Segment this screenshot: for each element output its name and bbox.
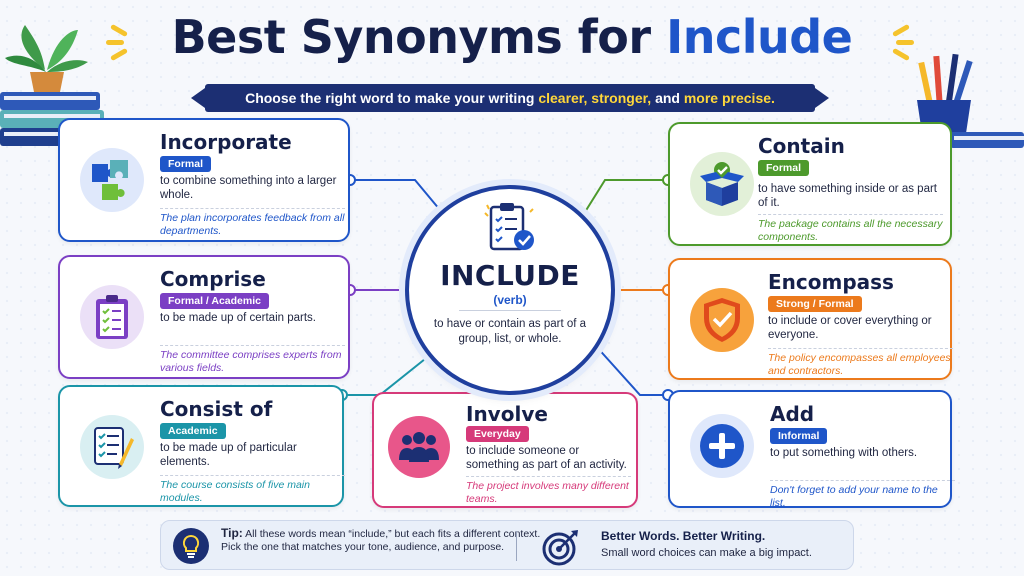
center-part-of-speech: (verb) [493, 293, 527, 307]
tip-bar: Tip: All these words mean “include,” but… [160, 520, 854, 570]
card-add: Add Informal to put something with other… [668, 390, 955, 510]
connector-contain [584, 179, 668, 213]
center-divider [459, 310, 561, 311]
group-people-icon [388, 416, 450, 478]
checklist-pencil-icon [80, 415, 144, 479]
card-tag: Formal [758, 160, 810, 176]
card-tag: Informal [770, 428, 828, 444]
tip-label: Tip: [221, 526, 243, 540]
lightbulb-icon [173, 528, 209, 564]
center-word: INCLUDE [440, 259, 580, 292]
tip-slogan: Better Words. Better Writing. [601, 529, 766, 543]
card-word: Incorporate [160, 130, 292, 154]
subtitle-word-3: more precise. [683, 90, 775, 106]
title-sparkle-left [104, 22, 144, 62]
card-tag: Academic [160, 423, 226, 439]
subtitle-word-1: clearer, [538, 90, 588, 106]
subtitle-banner: Choose the right word to make your writi… [191, 84, 829, 112]
puzzle-icon [80, 148, 144, 212]
connector-incorporate [350, 179, 441, 211]
card-example: The package contains all the necessary c… [758, 214, 943, 244]
tip-text: Tip: All these words mean “include,” but… [221, 527, 541, 554]
plus-circle-icon [690, 414, 754, 478]
target-arrow-icon [542, 530, 578, 566]
card-definition: to be made up of certain parts. [160, 312, 316, 324]
open-box-icon [690, 152, 754, 216]
connector-consist [342, 354, 431, 396]
card-word: Consist of [160, 397, 273, 421]
title-part1: Best Synonyms for [171, 10, 651, 64]
tip-divider [516, 531, 517, 561]
card-example: Don't forget to add your name to the lis… [770, 480, 955, 510]
center-definition: to have or contain as part of a group, l… [433, 318, 587, 345]
card-consist-of: Consist of Academic to be made up of par… [58, 385, 345, 507]
card-example: The project involves many different team… [466, 476, 631, 506]
connector-add [594, 344, 668, 396]
card-definition: to have something inside or as part of i… [758, 183, 937, 209]
title-sparkle-right [878, 22, 918, 62]
card-tag: Strong / Formal [768, 296, 862, 312]
card-encompass: Encompass Strong / Formal to include or … [668, 258, 953, 380]
card-definition: to put something with others. [770, 447, 918, 459]
card-word: Add [770, 402, 815, 426]
card-tag: Formal / Academic [160, 293, 269, 309]
tip-slogan-sub: Small word choices can make a big impact… [601, 547, 812, 559]
card-definition: to include or cover everything or everyo… [768, 315, 932, 341]
card-tag: Formal [160, 156, 212, 172]
card-definition: to include someone or something as part … [466, 445, 627, 471]
pencil-cup-decoration [917, 53, 1024, 148]
page-title: Best Synonyms for Include [0, 10, 1024, 64]
card-contain: Contain Formal to have something inside … [668, 122, 952, 246]
card-definition: to be made up of particular elements. [160, 442, 297, 468]
subtitle-mid: and [655, 90, 680, 106]
card-example: The course consists of five main modules… [160, 475, 345, 505]
clipboard-check-icon [484, 203, 534, 251]
card-example: The committee comprises experts from var… [160, 345, 345, 375]
card-incorporate: Incorporate Formal to combine something … [58, 118, 350, 242]
title-part2: Include [666, 10, 853, 64]
card-example: The policy encompasses all employees and… [768, 348, 953, 378]
subtitle-lead: Choose the right word to make your writi… [245, 90, 535, 106]
card-comprise: Comprise Formal / Academic to be made up… [58, 255, 350, 379]
shield-check-icon [690, 288, 754, 352]
card-word: Contain [758, 134, 845, 158]
tip-body: All these words mean “include,” but each… [221, 528, 541, 553]
card-word: Involve [466, 402, 548, 426]
card-definition: to combine something into a larger whole… [160, 175, 337, 201]
card-tag: Everyday [466, 426, 529, 442]
center-hub-include: INCLUDE (verb) to have or contain as par… [405, 185, 615, 395]
card-involve: Involve Everyday to include someone or s… [372, 392, 638, 508]
clipboard-list-icon [80, 285, 144, 349]
subtitle-word-2: stronger, [591, 90, 652, 106]
card-word: Encompass [768, 270, 894, 294]
card-example: The plan incorporates feedback from all … [160, 208, 345, 238]
card-word: Comprise [160, 267, 266, 291]
